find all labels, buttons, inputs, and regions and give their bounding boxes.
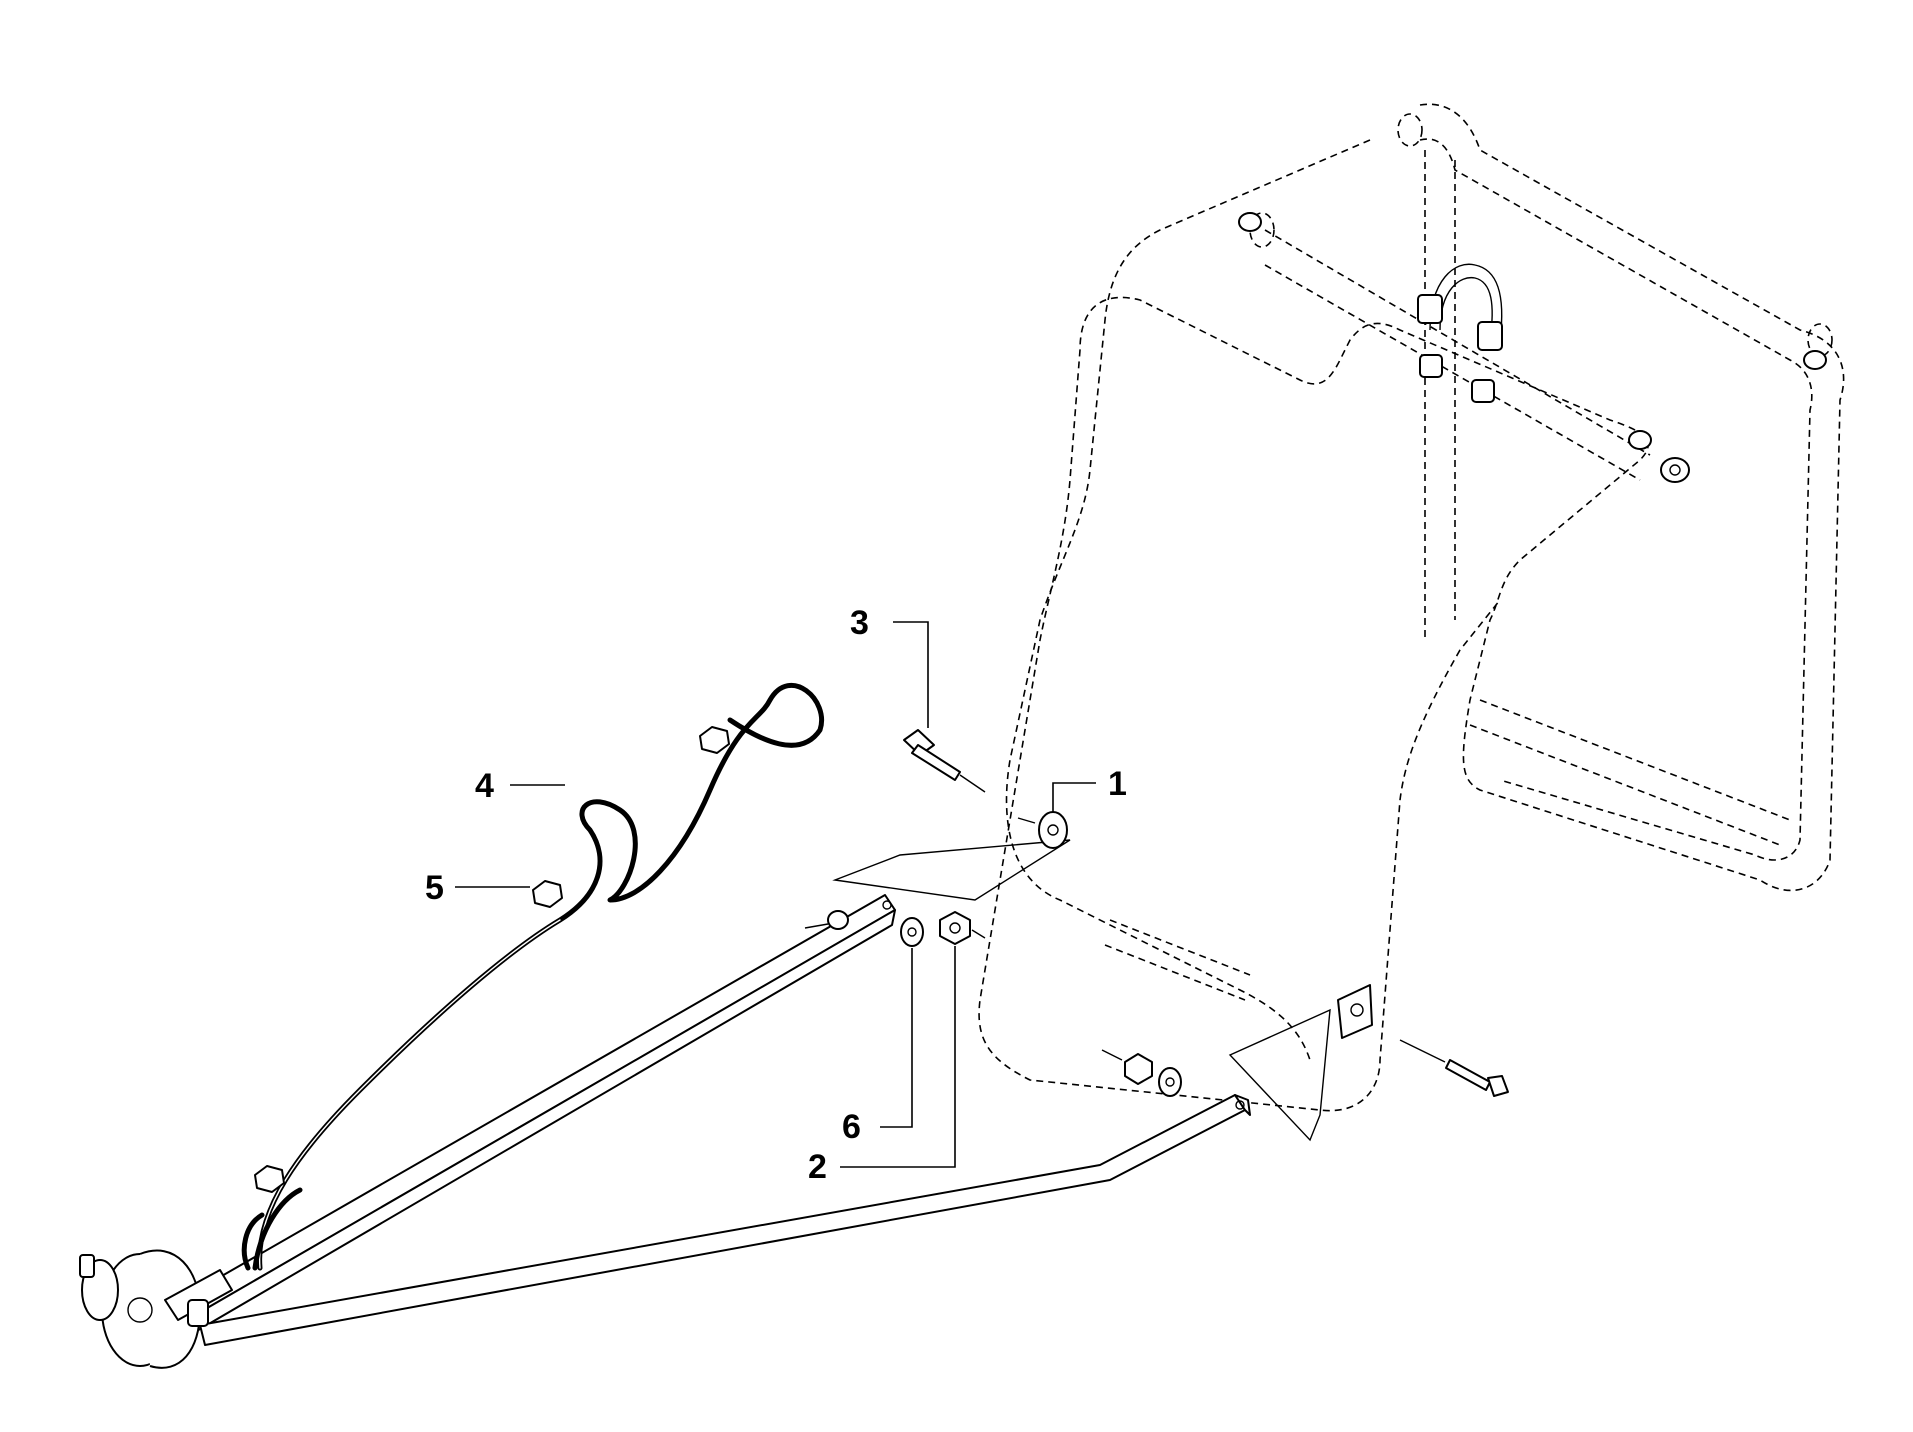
callout-2: 2 — [808, 1148, 827, 1186]
frame-outline-phantom — [978, 103, 1845, 1112]
u-bolt-clamp — [1417, 263, 1503, 403]
part-1-flange-washer — [1017, 811, 1068, 849]
callout-1: 1 — [1108, 765, 1127, 803]
callout-3: 3 — [850, 604, 869, 642]
leader-6 — [880, 948, 913, 1128]
leader-lines — [455, 621, 1096, 1168]
part-5-clip — [254, 726, 730, 1193]
leader-1 — [1052, 782, 1096, 812]
part-2-lock-nut-upper — [939, 911, 986, 945]
callout-5: 5 — [425, 869, 444, 907]
hex-bolt-lower — [1399, 1039, 1509, 1097]
hitch-wheel-assembly — [79, 1249, 233, 1369]
part-6-washer-upper — [900, 917, 924, 947]
mounting-plates — [832, 839, 1373, 1142]
leader-2 — [840, 946, 956, 1168]
part-3-hex-bolt — [903, 729, 986, 793]
part-4-hitch-pin-cable — [241, 683, 824, 1271]
callout-6: 6 — [842, 1108, 861, 1146]
frame-nuts — [1238, 212, 1827, 483]
washer-nut-lower — [1101, 1049, 1182, 1097]
leader-3 — [893, 621, 929, 728]
tow-bar-a-frame — [179, 894, 1251, 1346]
callout-4: 4 — [475, 767, 494, 805]
callout-labels: 1 2 3 4 5 6 — [425, 604, 1127, 1186]
